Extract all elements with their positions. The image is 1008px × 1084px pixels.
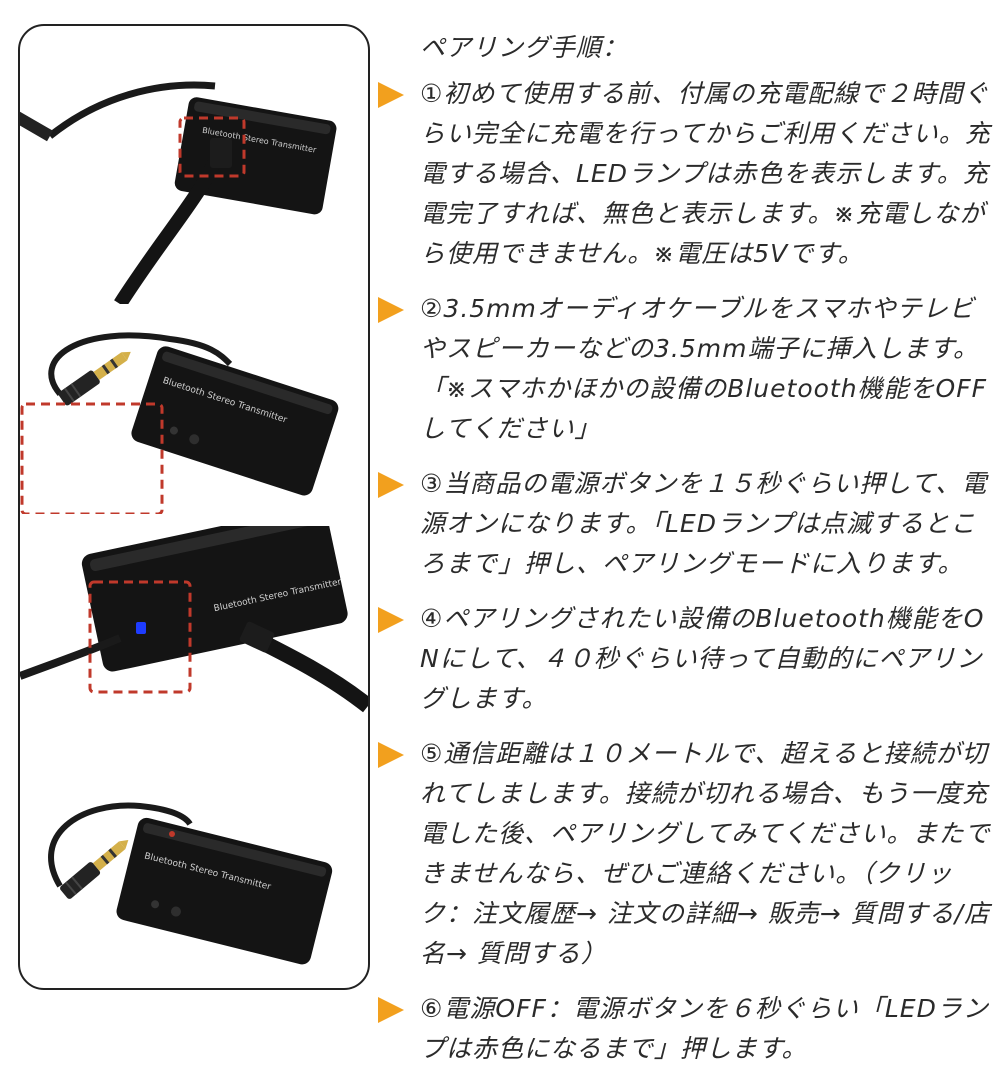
step-6: ⑥電源OFF：電源ボタンを６秒ぐらい「LEDランプは赤色になるまで」押します。	[374, 989, 998, 1069]
step-text: ②3.5mmオーディオケーブルをスマホやテレビやスピーカーなどの3.5mm端子に…	[420, 294, 987, 443]
power-button-highlight	[88, 580, 192, 694]
triangle-bullet-icon	[378, 742, 404, 768]
step-text: ④ペアリングされたい設備のBluetooth機能をONにして、４０秒ぐらい待って…	[420, 604, 985, 713]
triangle-bullet-icon	[378, 472, 404, 498]
photo-power-button: Bluetooth Stereo Transmitter	[20, 526, 368, 736]
step-3: ③当商品の電源ボタンを１５秒ぐらい押して、電源オンになります。「LEDランプは点…	[374, 464, 998, 584]
step-text: ⑥電源OFF：電源ボタンを６秒ぐらい「LEDランプは赤色になるまで」押します。	[420, 994, 989, 1063]
photo-transmitter: Bluetooth Stereo Transmitter	[20, 776, 368, 988]
step-2: ②3.5mmオーディオケーブルをスマホやテレビやスピーカーなどの3.5mm端子に…	[374, 289, 998, 449]
step-5: ⑤通信距離は１０メートルで、超えると接続が切れてしまします。接続が切れる場合、も…	[374, 734, 998, 974]
triangle-bullet-icon	[378, 82, 404, 108]
led-indicator	[136, 622, 146, 634]
instructions-heading: ペアリング手順：	[420, 33, 629, 62]
pairing-instructions: ペアリング手順： ①初めて使用する前、付属の充電配線で２時間ぐらい完全に充電を行…	[374, 28, 998, 1084]
audio-plug-highlight	[20, 402, 164, 514]
triangle-bullet-icon	[378, 607, 404, 633]
step-1: ①初めて使用する前、付属の充電配線で２時間ぐらい完全に充電を行ってからご利用くだ…	[374, 74, 998, 274]
photo-charging-port: Bluetooth Stereo Transmitter	[20, 26, 368, 304]
step-text: ①初めて使用する前、付属の充電配線で２時間ぐらい完全に充電を行ってからご利用くだ…	[420, 79, 991, 268]
product-photo-panel: Bluetooth Stereo Transmitter Bluetooth S…	[18, 24, 370, 990]
photo-audio-plug: Bluetooth Stereo Transmitter	[20, 304, 368, 514]
step-4: ④ペアリングされたい設備のBluetooth機能をONにして、４０秒ぐらい待って…	[374, 599, 998, 719]
triangle-bullet-icon	[378, 297, 404, 323]
triangle-bullet-icon	[378, 997, 404, 1023]
step-text: ③当商品の電源ボタンを１５秒ぐらい押して、電源オンになります。「LEDランプは点…	[420, 469, 988, 578]
step-text: ⑤通信距離は１０メートルで、超えると接続が切れてしまします。接続が切れる場合、も…	[420, 739, 991, 968]
